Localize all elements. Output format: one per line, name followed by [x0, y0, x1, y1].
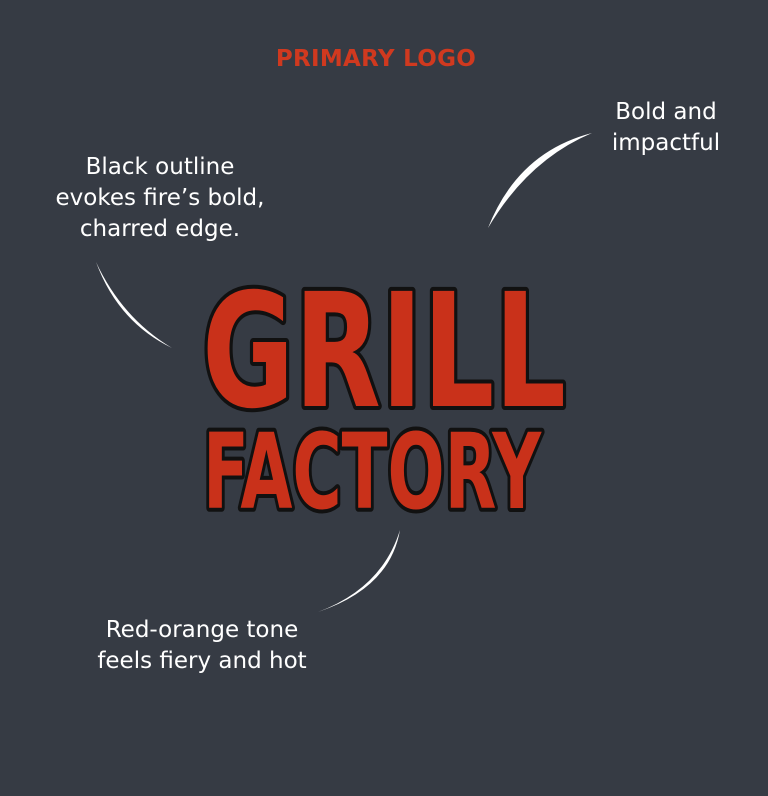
annotation-tone-line-1: Red-orange tone: [105, 617, 299, 643]
annotation-bold-line-2: impactful: [611, 130, 721, 156]
logo-word-factory: FACTORY: [203, 411, 542, 520]
annotation-bold-line-1: Bold and: [615, 99, 717, 125]
pointer-stroke-bold: [488, 133, 592, 228]
annotation-tone-line-2: feels fiery and hot: [97, 648, 307, 674]
annotation-tone: Red-orange tone feels fiery and hot: [70, 615, 334, 677]
section-heading: PRIMARY LOGO: [275, 46, 477, 72]
logo-word-grill: GRILL: [202, 276, 566, 444]
grill-factory-logo: GRILL FACTORY: [198, 276, 570, 520]
annotation-outline-line-3: charred edge.: [79, 216, 241, 242]
annotation-bold: Bold and impactful: [590, 97, 742, 159]
annotation-outline: Black outline evokes fire’s bold, charre…: [40, 152, 280, 245]
pointer-stroke-outline: [96, 262, 172, 348]
annotation-outline-line-2: evokes fire’s bold,: [55, 185, 265, 211]
pointer-stroke-tone: [318, 530, 400, 612]
annotation-outline-line-1: Black outline: [85, 154, 235, 180]
